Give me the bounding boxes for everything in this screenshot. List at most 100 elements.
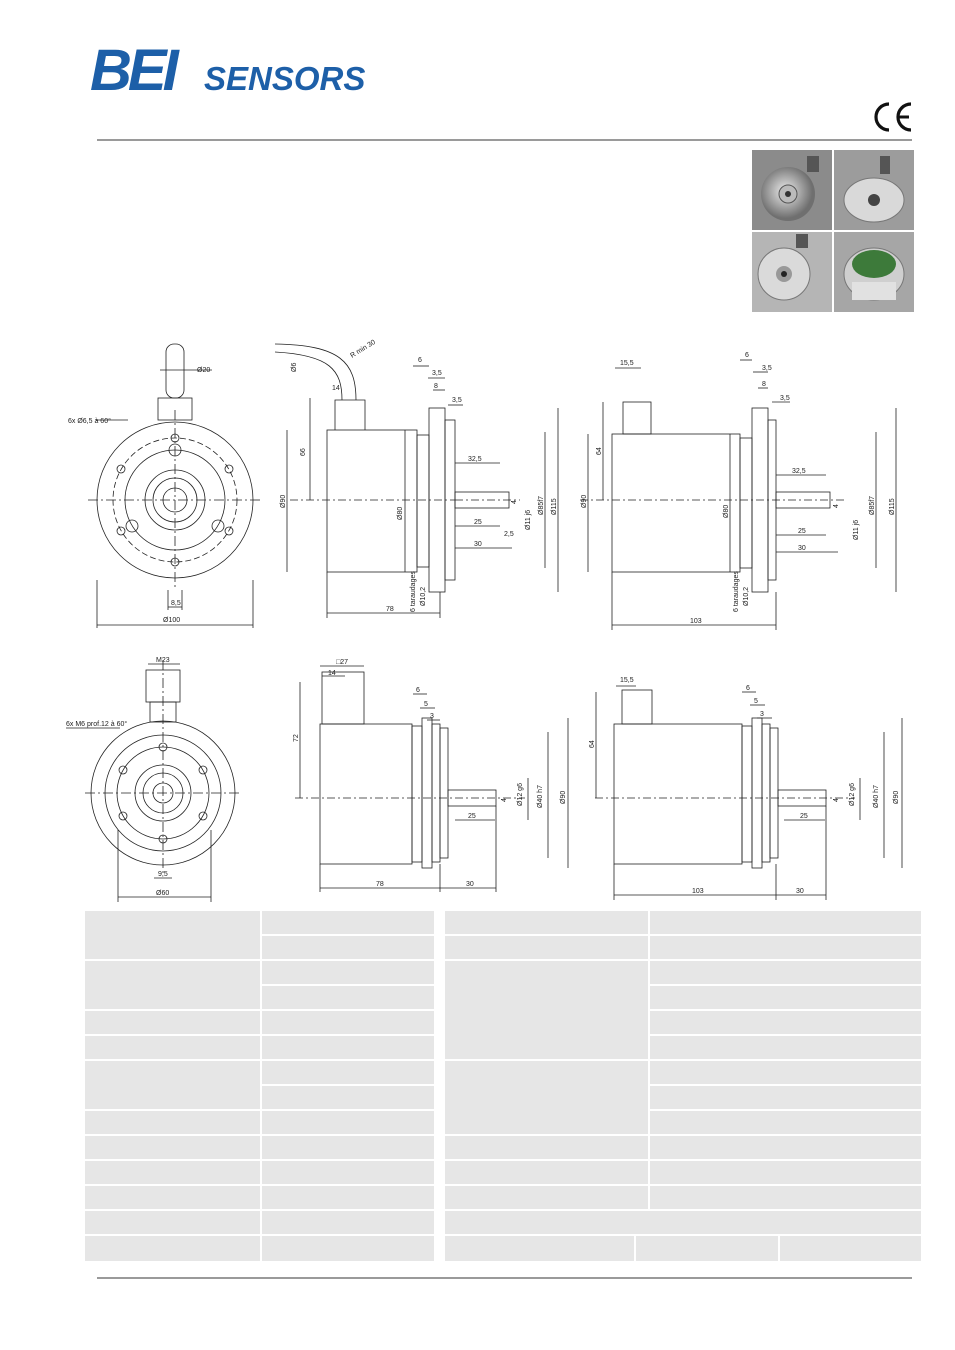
dim-bf-holes: 6x M6 prof.12 à 60°	[66, 720, 127, 728]
spec-right-bottom-1	[445, 1236, 634, 1261]
dim-tsn-h: 64	[596, 447, 603, 455]
spec-left-value-9	[262, 1111, 434, 1136]
dim-top-front-d-cable: Ø20	[197, 367, 210, 374]
dim-tsn-t4: 3,5	[780, 395, 790, 402]
product-photos	[752, 150, 914, 312]
encoder-front-photo-icon	[752, 150, 832, 230]
spec-right-value-6	[650, 1036, 921, 1061]
dim-tsc-t3: 8	[434, 383, 438, 390]
spec-right-value-3	[650, 961, 921, 986]
spec-right-value-1	[650, 911, 921, 936]
dim-tsc-h: 66	[300, 448, 307, 456]
dim-tsc-nut: 14	[332, 385, 340, 392]
spec-right-label-2	[445, 936, 648, 961]
spec-left-value-4	[262, 986, 434, 1011]
dim-tsc-k-len: 25	[474, 519, 482, 526]
header-rule	[97, 139, 912, 141]
encoder-flange-photo-icon	[752, 232, 832, 312]
technical-drawings: Ø20 6x Ø6,5 à 60° Ø100 8,5 R min 30 Ø6 1…	[66, 339, 903, 902]
dim-bsc-key: 4	[501, 798, 508, 802]
spec-left-label-8	[85, 1161, 260, 1186]
dim-tsn-tap-d: Ø10,2	[743, 587, 750, 606]
brand-logo: BEI SENSORS	[88, 38, 388, 103]
dim-tsc-d-cable: Ø6	[291, 363, 298, 372]
spec-left-label-10	[85, 1211, 260, 1236]
dim-top-front-holes: 6x Ø6,5 à 60°	[68, 417, 111, 425]
spec-left-label-6	[85, 1111, 260, 1136]
dim-bsn-d-shaft: Ø12 g6	[849, 783, 856, 806]
dim-tsn-d-bolt: Ø85f7	[869, 496, 876, 515]
spec-right-label-4	[445, 1061, 648, 1136]
dim-bf-w-key: 9,5	[158, 871, 168, 878]
dim-tsn-t1: 6	[745, 352, 749, 359]
dim-bsc-t3: 3	[430, 713, 434, 720]
dim-tsn-d-pilot: Ø80	[723, 505, 730, 518]
dim-tsc-tap-d: Ø10,2	[420, 587, 427, 606]
spec-left-label-5	[85, 1061, 260, 1111]
spec-right-label-3	[445, 961, 648, 1061]
spec-left-value-5	[262, 1011, 434, 1036]
dim-bsc-nut: 14	[328, 670, 336, 677]
spec-left-label-1	[85, 911, 260, 961]
top-side-conn-view	[580, 359, 897, 630]
spec-right-value-5	[650, 1011, 921, 1036]
spec-right-label-5	[445, 1136, 648, 1161]
dim-tsc-d-pilot: Ø80	[397, 507, 404, 520]
dim-bsn-h: 64	[589, 740, 596, 748]
spec-right-value-11	[650, 1161, 921, 1186]
dim-tsc-taps: 6 taraudages	[410, 571, 417, 612]
spec-left-value-13	[262, 1211, 434, 1236]
ce-mark-icon	[870, 100, 915, 134]
dim-tsc-d-body: Ø90	[280, 495, 287, 508]
dim-bsc-d-shaft: Ø12 g6	[517, 783, 524, 806]
footer-rule	[97, 1277, 912, 1279]
dim-tsc-d-flange: Ø115	[551, 498, 558, 515]
encoder-pcb-photo-icon	[834, 232, 914, 312]
dim-bsc-t1: 6	[416, 687, 420, 694]
dim-bsc-k-len: 25	[468, 813, 476, 820]
dim-bsn-length: 103	[692, 888, 704, 895]
dim-tsc-s-len: 30	[474, 541, 482, 548]
spec-right-value-9	[650, 1111, 921, 1136]
spec-left-value-11	[262, 1161, 434, 1186]
top-front-view	[88, 343, 262, 628]
spec-left-value-2	[262, 936, 434, 961]
dim-bsn-key: 4	[833, 798, 840, 802]
dim-tsc-radius: R min 30	[349, 339, 377, 360]
dim-tsc-shaft-len: 32,5	[468, 456, 482, 463]
dim-bsc-s-len: 30	[466, 881, 474, 888]
dim-bsc-t2: 5	[424, 701, 428, 708]
dim-tsn-d-flange: Ø115	[889, 498, 896, 515]
spec-right-bottom-3	[780, 1236, 921, 1261]
dim-bsc-length: 78	[376, 881, 384, 888]
spec-left-value-10	[262, 1136, 434, 1161]
dim-tsc-t1: 6	[418, 357, 422, 364]
dim-top-front-d-outer: Ø100	[163, 617, 180, 624]
dim-bsn-t1: 6	[746, 685, 750, 692]
spec-table-left	[85, 911, 434, 1261]
spec-right-value-2	[650, 936, 921, 961]
dim-bf-conn: M23	[156, 657, 170, 664]
dim-tsc-d-bolt: Ø85f7	[538, 496, 545, 515]
dim-tsc-t2: 3,5	[432, 370, 442, 377]
dim-bsn-t3: 3	[760, 711, 764, 718]
dim-bsn-d-body: Ø90	[893, 791, 900, 804]
dim-tsn-shaft-len: 32,5	[792, 468, 806, 475]
spec-right-full-row	[445, 1211, 921, 1236]
dim-bsn-s-len: 30	[796, 888, 804, 895]
dim-tsc-t4: 3,5	[452, 397, 462, 404]
logo-secondary-text: SENSORS	[204, 60, 365, 97]
dim-tsc-chamfer: 2,5	[504, 531, 514, 538]
dim-tsn-key: 4	[833, 504, 840, 508]
spec-left-value-1	[262, 911, 434, 936]
spec-left-label-11	[85, 1236, 260, 1261]
dim-tsn-k-len: 25	[798, 528, 806, 535]
dim-tsn-d-shaft: Ø11 j6	[853, 520, 860, 540]
bot-front-view	[66, 660, 242, 902]
dim-bsn-t2: 5	[754, 698, 758, 705]
encoder-angle-photo-icon	[834, 150, 914, 230]
dim-bsn-k-len: 25	[800, 813, 808, 820]
spec-table-right	[445, 911, 921, 1261]
spec-right-label-1	[445, 911, 648, 936]
spec-left-label-3	[85, 1011, 260, 1036]
